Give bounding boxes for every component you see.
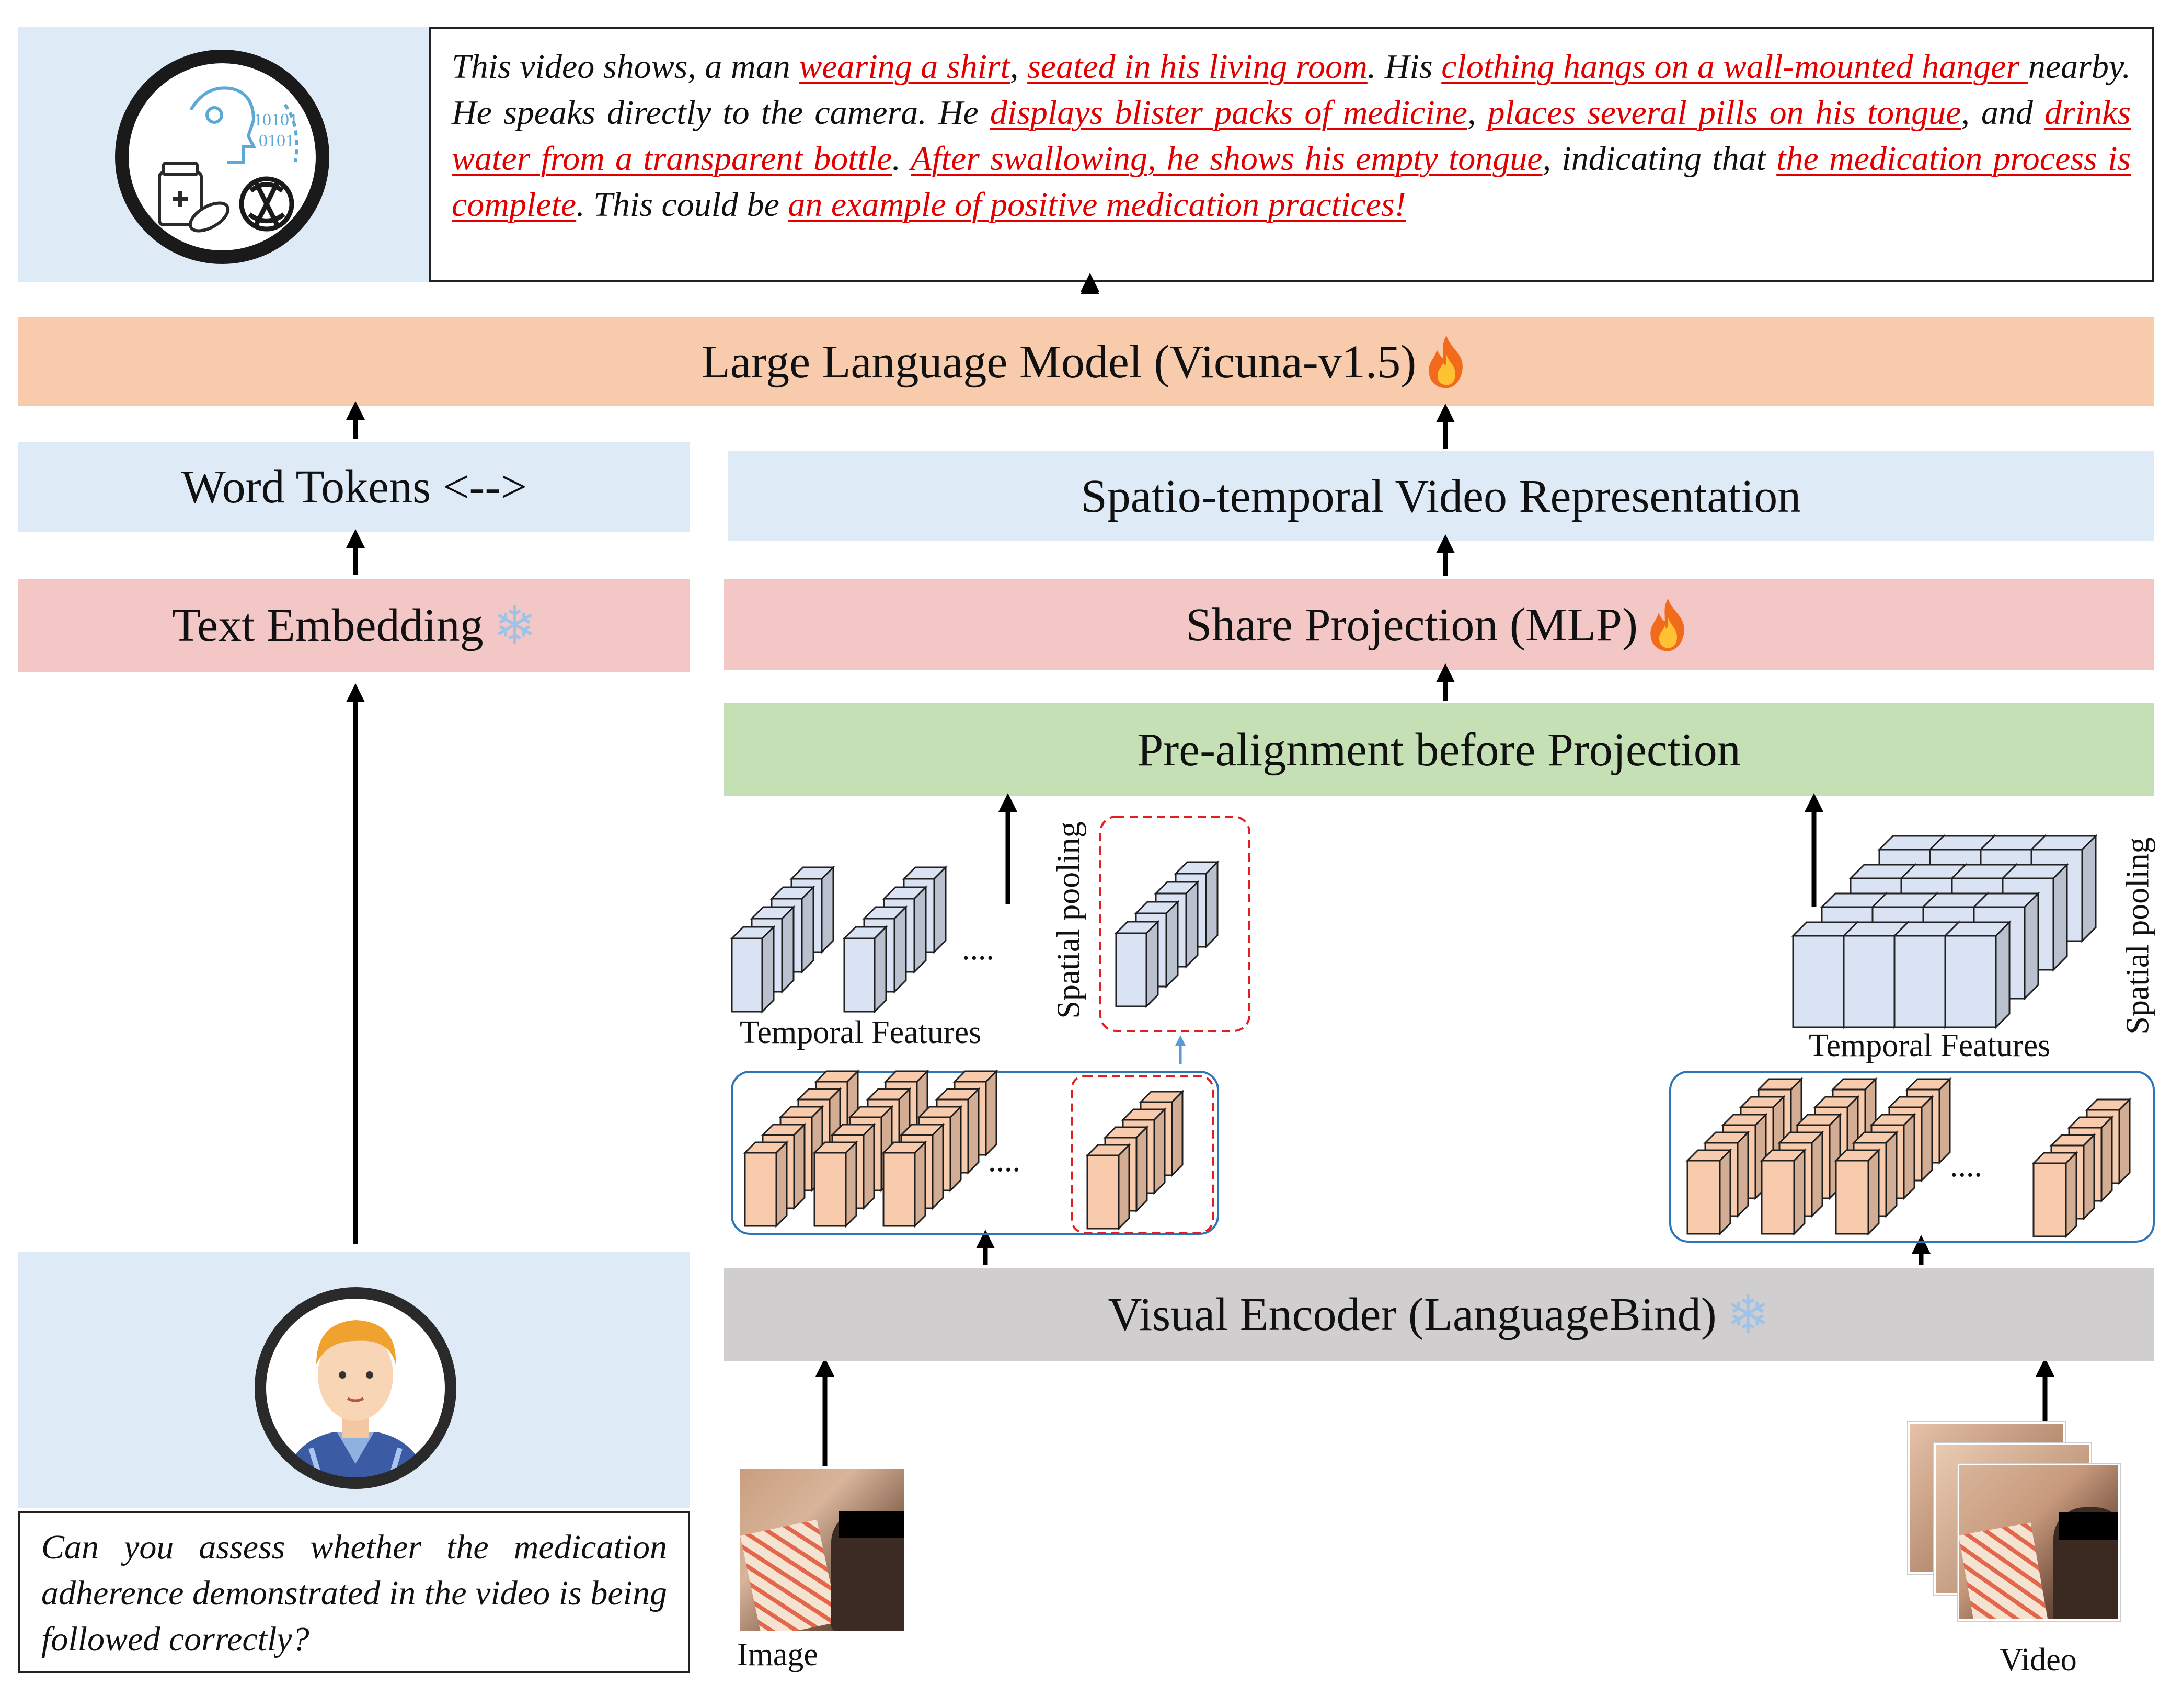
feature-cube	[1760, 1148, 1807, 1236]
share-projection-label: Share Projection (MLP)	[1186, 599, 1638, 651]
visual-encoder-label: Visual Encoder (LanguageBind)	[1108, 1288, 1717, 1340]
response-plain-text: . This could be	[576, 186, 788, 224]
response-plain-text: ,	[1009, 48, 1028, 86]
highlighted-phrase: seated in his living room	[1027, 48, 1368, 86]
right-temporal-features-label: Temporal Features	[1809, 1028, 2051, 1063]
selected-frame-outline	[1071, 1075, 1214, 1234]
ellipsis-left-bottom: ....	[988, 1143, 1020, 1178]
llm-label: Large Language Model (Vicuna-v1.5)	[701, 336, 1417, 388]
input-image-thumbnail	[740, 1469, 904, 1631]
ellipsis-left-top: ....	[962, 931, 994, 967]
user-question-box: Can you assess whether the medication ad…	[18, 1511, 690, 1673]
feature-cube	[1085, 1143, 1131, 1231]
snowflake-icon: ❄	[1726, 1283, 1770, 1345]
pooled-frame-outline	[1099, 816, 1250, 1032]
fire-icon	[1644, 597, 1692, 653]
feature-cube	[812, 1140, 858, 1228]
highlighted-phrase: After swallowing, he shows his empty ton…	[911, 140, 1543, 178]
response-plain-text: . His	[1367, 48, 1442, 86]
response-plain-text: .	[892, 140, 911, 178]
response-plain-text: , and	[1961, 94, 2045, 132]
input-video-frames	[1908, 1422, 2154, 1642]
response-plain-text: This video shows, a man	[452, 48, 799, 86]
right-spatial-pooling-label: Spatial pooling	[2120, 837, 2156, 1035]
text-embedding-label: Text Embedding	[171, 600, 484, 651]
video-representation-label: Spatio-temporal Video Representation	[1081, 470, 1801, 522]
feature-cube	[842, 925, 888, 1014]
feature-cube	[1834, 1148, 1881, 1236]
highlighted-phrase: places several pills on his tongue	[1487, 94, 1961, 132]
right-feature-container	[1669, 1071, 2155, 1243]
text-embedding-box: Text Embedding ❄	[18, 579, 690, 672]
fire-icon	[1422, 334, 1471, 390]
video-representation-box: Spatio-temporal Video Representation	[728, 451, 2154, 541]
highlighted-phrase: displays blister packs of medicine	[990, 94, 1467, 132]
feature-cube	[881, 1140, 927, 1228]
feature-cube	[1114, 920, 1160, 1008]
response-plain-text: nearby. He speaks directly to the camera…	[452, 48, 2131, 132]
response-sentences: This video shows, a man wearing a shirt,…	[452, 48, 2131, 224]
highlighted-phrase: the medication process is complete	[452, 140, 2131, 224]
highlighted-phrase: an example of positive medication practi…	[788, 186, 1406, 224]
feature-cube	[730, 925, 776, 1014]
video-input-label: Video	[2000, 1642, 2077, 1678]
ellipsis-right-bottom: ....	[1950, 1148, 1982, 1184]
user-question-text: Can you assess whether the medication ad…	[41, 1528, 667, 1658]
feature-cube	[1943, 920, 2012, 1029]
highlighted-phrase: drinks water from a transparent bottle	[452, 94, 2131, 178]
left-temporal-features-label: Temporal Features	[740, 1015, 982, 1050]
visual-encoder-box: Visual Encoder (LanguageBind) ❄	[724, 1268, 2154, 1361]
response-plain-text: ,	[1467, 94, 1488, 132]
response-plain-text: , indicating that	[1542, 140, 1777, 178]
model-response-text: This video shows, a man wearing a shirt,…	[429, 27, 2154, 282]
prealignment-label: Pre-alignment before Projection	[1137, 724, 1741, 776]
image-input-label: Image	[737, 1637, 818, 1672]
snowflake-icon: ❄	[492, 595, 537, 656]
left-spatial-pooling-label: Spatial pooling	[1051, 821, 1087, 1019]
share-projection-box: Share Projection (MLP)	[724, 579, 2154, 670]
highlighted-phrase: wearing a shirt	[799, 48, 1010, 86]
word-tokens-box: Word Tokens <-->	[18, 442, 690, 532]
ai-medicine-assistant-icon: 10101 0101	[112, 47, 332, 267]
llm-bar: Large Language Model (Vicuna-v1.5)	[18, 317, 2154, 406]
feature-cube	[2031, 1151, 2078, 1239]
word-tokens-label: Word Tokens <-->	[181, 461, 527, 513]
svg-text:0101: 0101	[259, 131, 294, 151]
feature-cube	[743, 1140, 789, 1228]
prealignment-box: Pre-alignment before Projection	[724, 703, 2154, 796]
highlighted-phrase: clothing hangs on a wall-mounted hanger	[1441, 48, 2028, 86]
feature-cube	[1685, 1148, 1732, 1236]
user-avatar-icon	[248, 1276, 463, 1500]
